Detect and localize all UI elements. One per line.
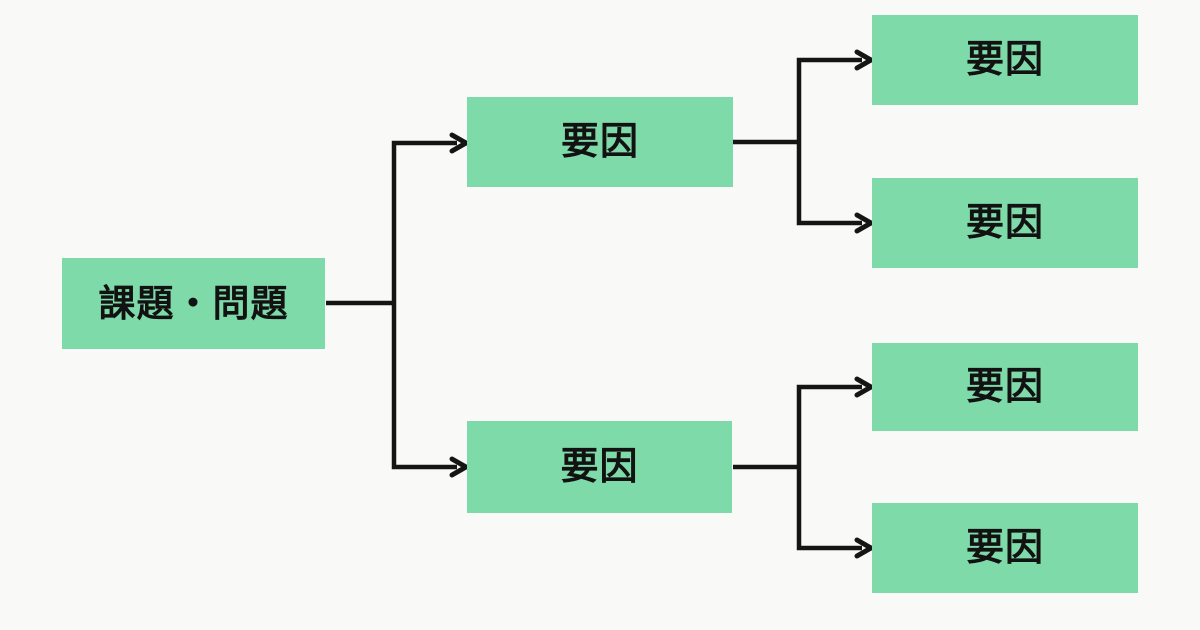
node-factor-1: 要因 [467, 97, 733, 187]
connector-root-to-factor1 [391, 132, 469, 303]
connector-factor2-to-subfactor3 [796, 376, 874, 467]
node-subfactor-3: 要因 [872, 343, 1138, 431]
connector-root-to-factor2 [391, 303, 469, 478]
node-subfactor-2: 要因 [872, 178, 1138, 268]
connector-factor1-to-subfactor2 [796, 142, 874, 234]
connector-factor2-to-subfactor4 [796, 467, 874, 559]
node-subfactor-4: 要因 [872, 503, 1138, 593]
node-subfactor-1: 要因 [872, 15, 1138, 105]
connector-factor1-to-subfactor1 [796, 49, 874, 142]
node-factor-2: 要因 [467, 421, 732, 513]
node-problem: 課題・問題 [62, 258, 325, 349]
